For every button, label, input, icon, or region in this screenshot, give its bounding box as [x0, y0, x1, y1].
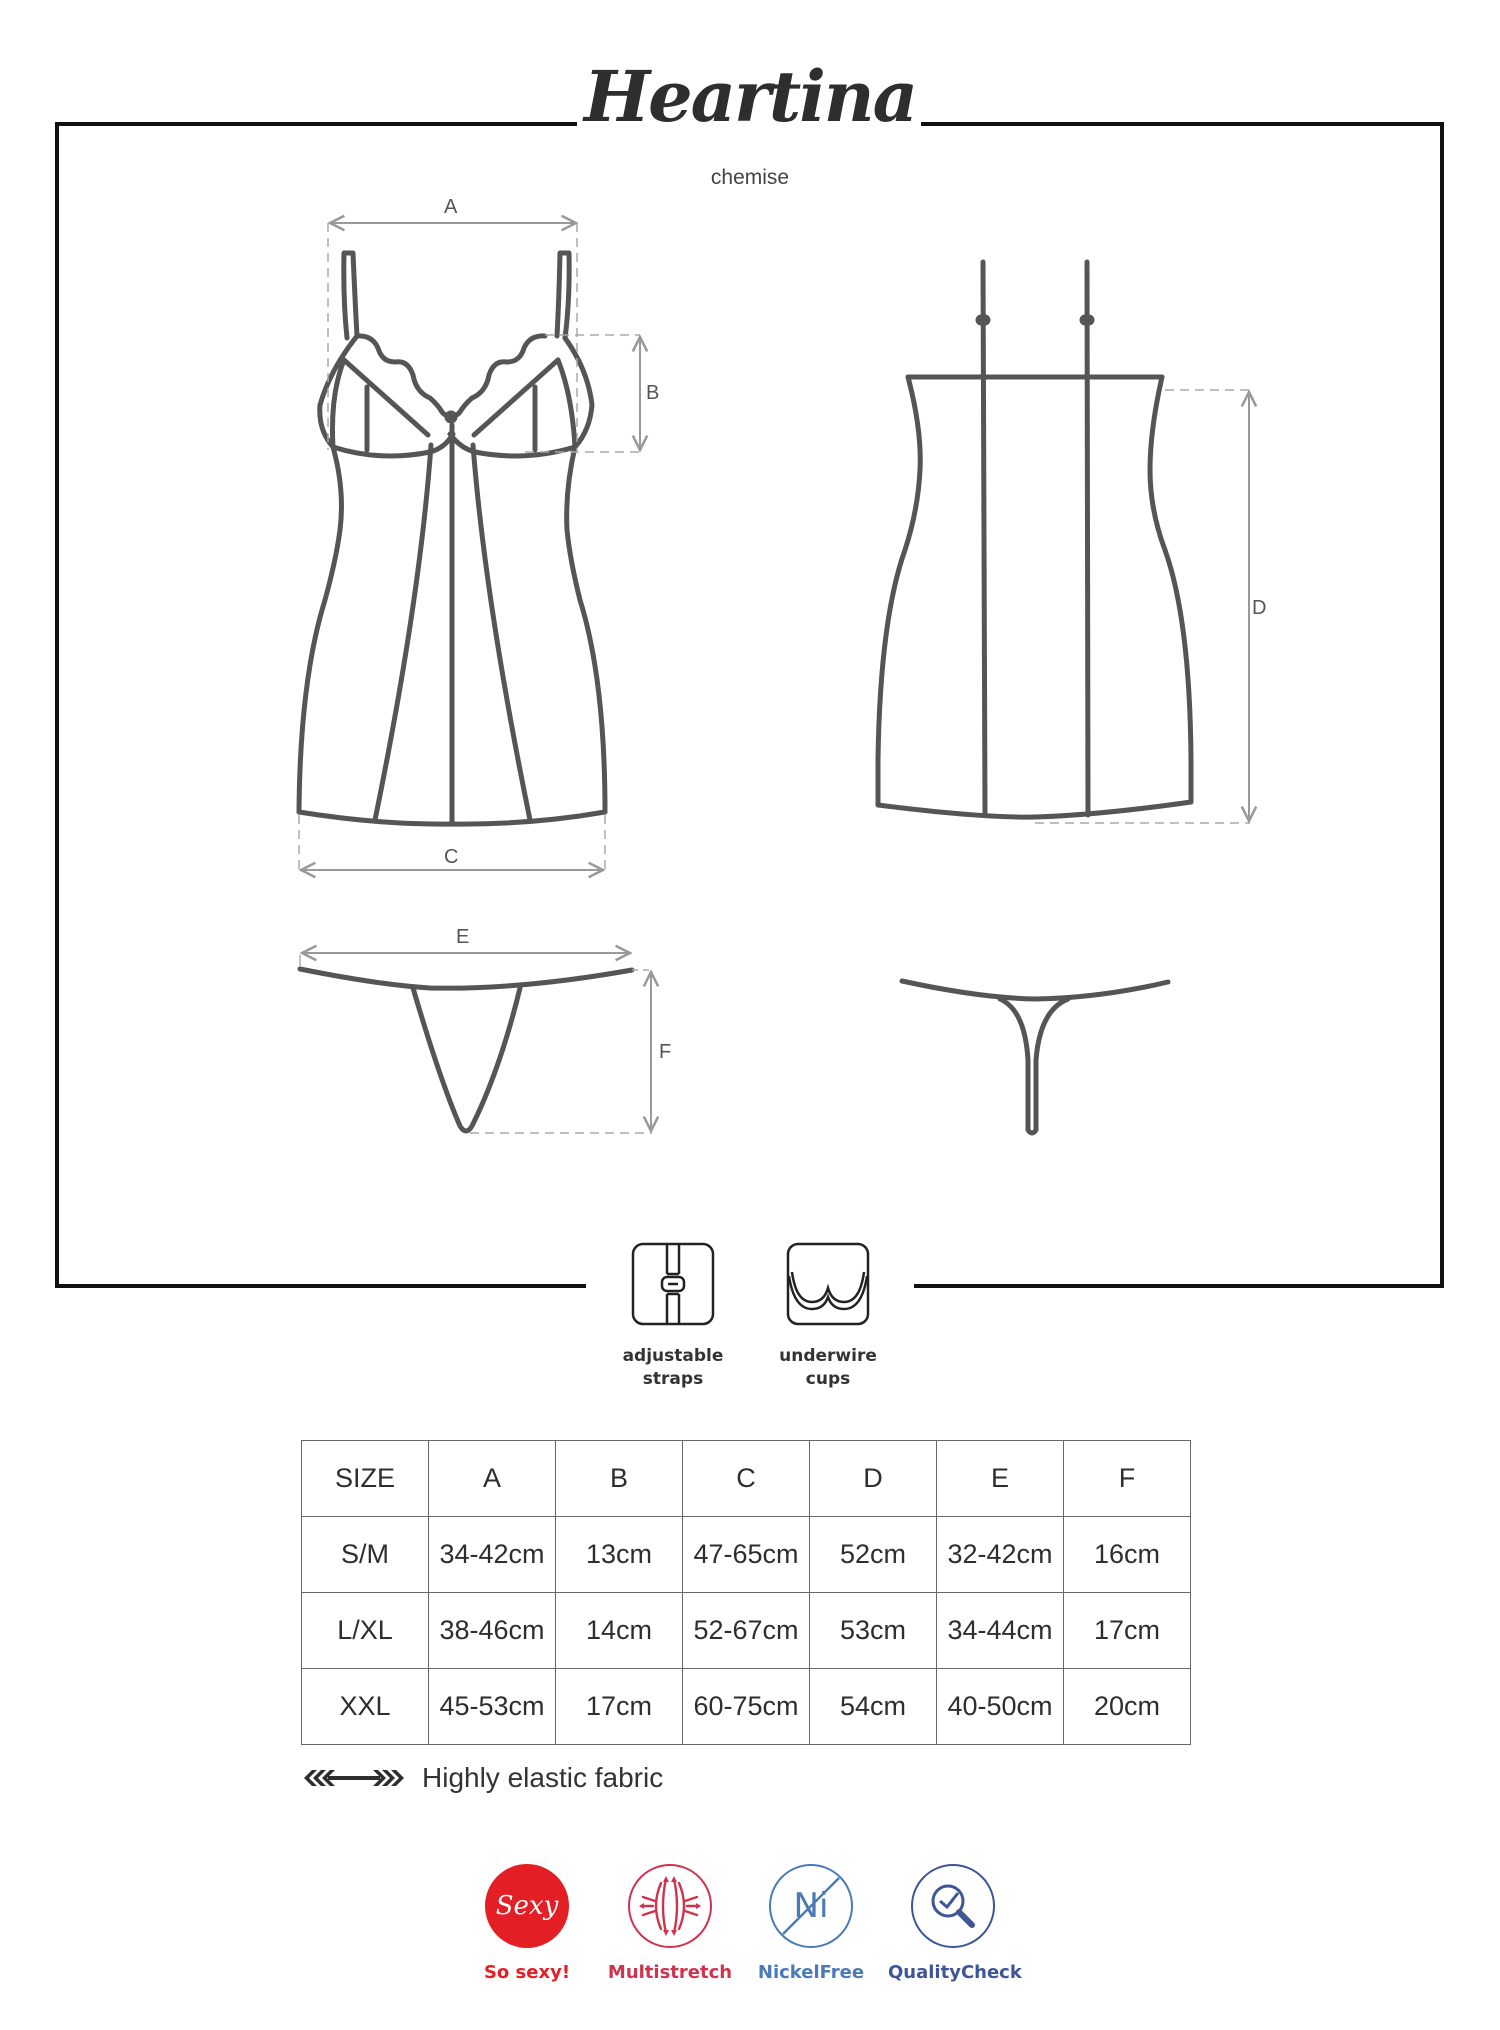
- table-cell: 60-75cm: [682, 1668, 810, 1745]
- feature-underwire-cups: underwire cups: [767, 1242, 889, 1391]
- badge-multistretch: Multistretch: [605, 1864, 735, 1983]
- sexy-icon: Sexy: [485, 1864, 569, 1948]
- dimension-label-c: C: [444, 846, 459, 868]
- badge-label: QualityCheck: [888, 1962, 1022, 1983]
- table-header-row: SIZE A B C D E F: [301, 1440, 1191, 1517]
- table-cell: XXL: [301, 1668, 429, 1745]
- underwire-cups-icon: [786, 1242, 870, 1326]
- table-cell: 13cm: [555, 1516, 683, 1593]
- table-cell: 52-67cm: [682, 1592, 810, 1669]
- badge-so-sexy: Sexy So sexy!: [462, 1864, 592, 1983]
- table-header-cell: E: [936, 1440, 1064, 1517]
- nickel-free-icon: Ni: [769, 1864, 853, 1948]
- frame-right: [1440, 122, 1444, 1288]
- technical-drawing: [296, 0, 1500, 1136]
- table-cell: 52cm: [809, 1516, 937, 1593]
- size-table: SIZE A B C D E F S/M 34-42cm 13cm 47-65c…: [301, 1440, 1191, 1745]
- frame-top-right: [921, 122, 1444, 126]
- table-header-cell: SIZE: [301, 1440, 429, 1517]
- frame-top-left: [55, 122, 577, 126]
- badge-label: So sexy!: [483, 1962, 571, 1983]
- badge-nickel-free: Ni NickelFree: [746, 1864, 876, 1983]
- feature-label-line2: cups: [805, 1369, 851, 1389]
- dimension-label-e: E: [456, 926, 470, 948]
- table-row: L/XL 38-46cm 14cm 52-67cm 53cm 34-44cm 1…: [301, 1592, 1191, 1669]
- frame-bottom-left: [55, 1284, 586, 1288]
- feature-label-line1: adjustable: [622, 1346, 724, 1366]
- table-row: XXL 45-53cm 17cm 60-75cm 54cm 40-50cm 20…: [301, 1668, 1191, 1745]
- table-header-cell: D: [809, 1440, 937, 1517]
- dimension-label-a: A: [444, 196, 458, 218]
- badge-quality-check: QualityCheck: [888, 1864, 1022, 1983]
- table-header-cell: A: [428, 1440, 556, 1517]
- quality-check-icon: [911, 1864, 995, 1948]
- table-cell: 32-42cm: [936, 1516, 1064, 1593]
- table-cell: 34-44cm: [936, 1592, 1064, 1669]
- feature-label-line2: straps: [642, 1369, 704, 1389]
- table-cell: 34-42cm: [428, 1516, 556, 1593]
- feature-label-line1: underwire: [779, 1346, 877, 1366]
- feature-adjustable-straps: adjustable straps: [612, 1242, 734, 1391]
- thong-back-drawing: [899, 978, 1171, 1136]
- badge-label: NickelFree: [757, 1962, 865, 1983]
- chemise-front-drawing: [296, 250, 608, 827]
- table-cell: 54cm: [809, 1668, 937, 1745]
- table-cell: 17cm: [1063, 1592, 1191, 1669]
- fabric-note-text: Highly elastic fabric: [422, 1762, 664, 1793]
- table-cell: 16cm: [1063, 1516, 1191, 1593]
- table-cell: 53cm: [809, 1592, 937, 1669]
- table-cell: 14cm: [555, 1592, 683, 1669]
- table-cell: 45-53cm: [428, 1668, 556, 1745]
- dimension-label-d: D: [1252, 597, 1267, 619]
- table-cell: 17cm: [555, 1668, 683, 1745]
- chemise-back-drawing: [875, 259, 1194, 820]
- thong-front-drawing: [297, 966, 635, 1134]
- table-cell: 40-50cm: [936, 1668, 1064, 1745]
- multistretch-icon: [628, 1864, 712, 1948]
- adjustable-straps-icon: [631, 1242, 715, 1326]
- table-header-cell: C: [682, 1440, 810, 1517]
- dimension-label-f: F: [659, 1041, 672, 1063]
- table-header-cell: F: [1063, 1440, 1191, 1517]
- frame-left: [55, 122, 59, 1288]
- table-cell: 47-65cm: [682, 1516, 810, 1593]
- brand-logo: Heartina: [583, 55, 918, 138]
- badge-label: Multistretch: [607, 1962, 733, 1983]
- table-cell: L/XL: [301, 1592, 429, 1669]
- product-type: chemise: [710, 166, 790, 189]
- frame-bottom-right: [914, 1284, 1444, 1288]
- fabric-note: Highly elastic fabric: [302, 1762, 663, 1794]
- table-header-cell: B: [555, 1440, 683, 1517]
- table-cell: S/M: [301, 1516, 429, 1593]
- table-row: S/M 34-42cm 13cm 47-65cm 52cm 32-42cm 16…: [301, 1516, 1191, 1593]
- table-cell: 20cm: [1063, 1668, 1191, 1745]
- stretch-arrows-icon: [304, 1770, 404, 1786]
- table-cell: 38-46cm: [428, 1592, 556, 1669]
- dimension-label-b: B: [646, 382, 660, 404]
- sexy-icon-text: Sexy: [495, 1891, 559, 1921]
